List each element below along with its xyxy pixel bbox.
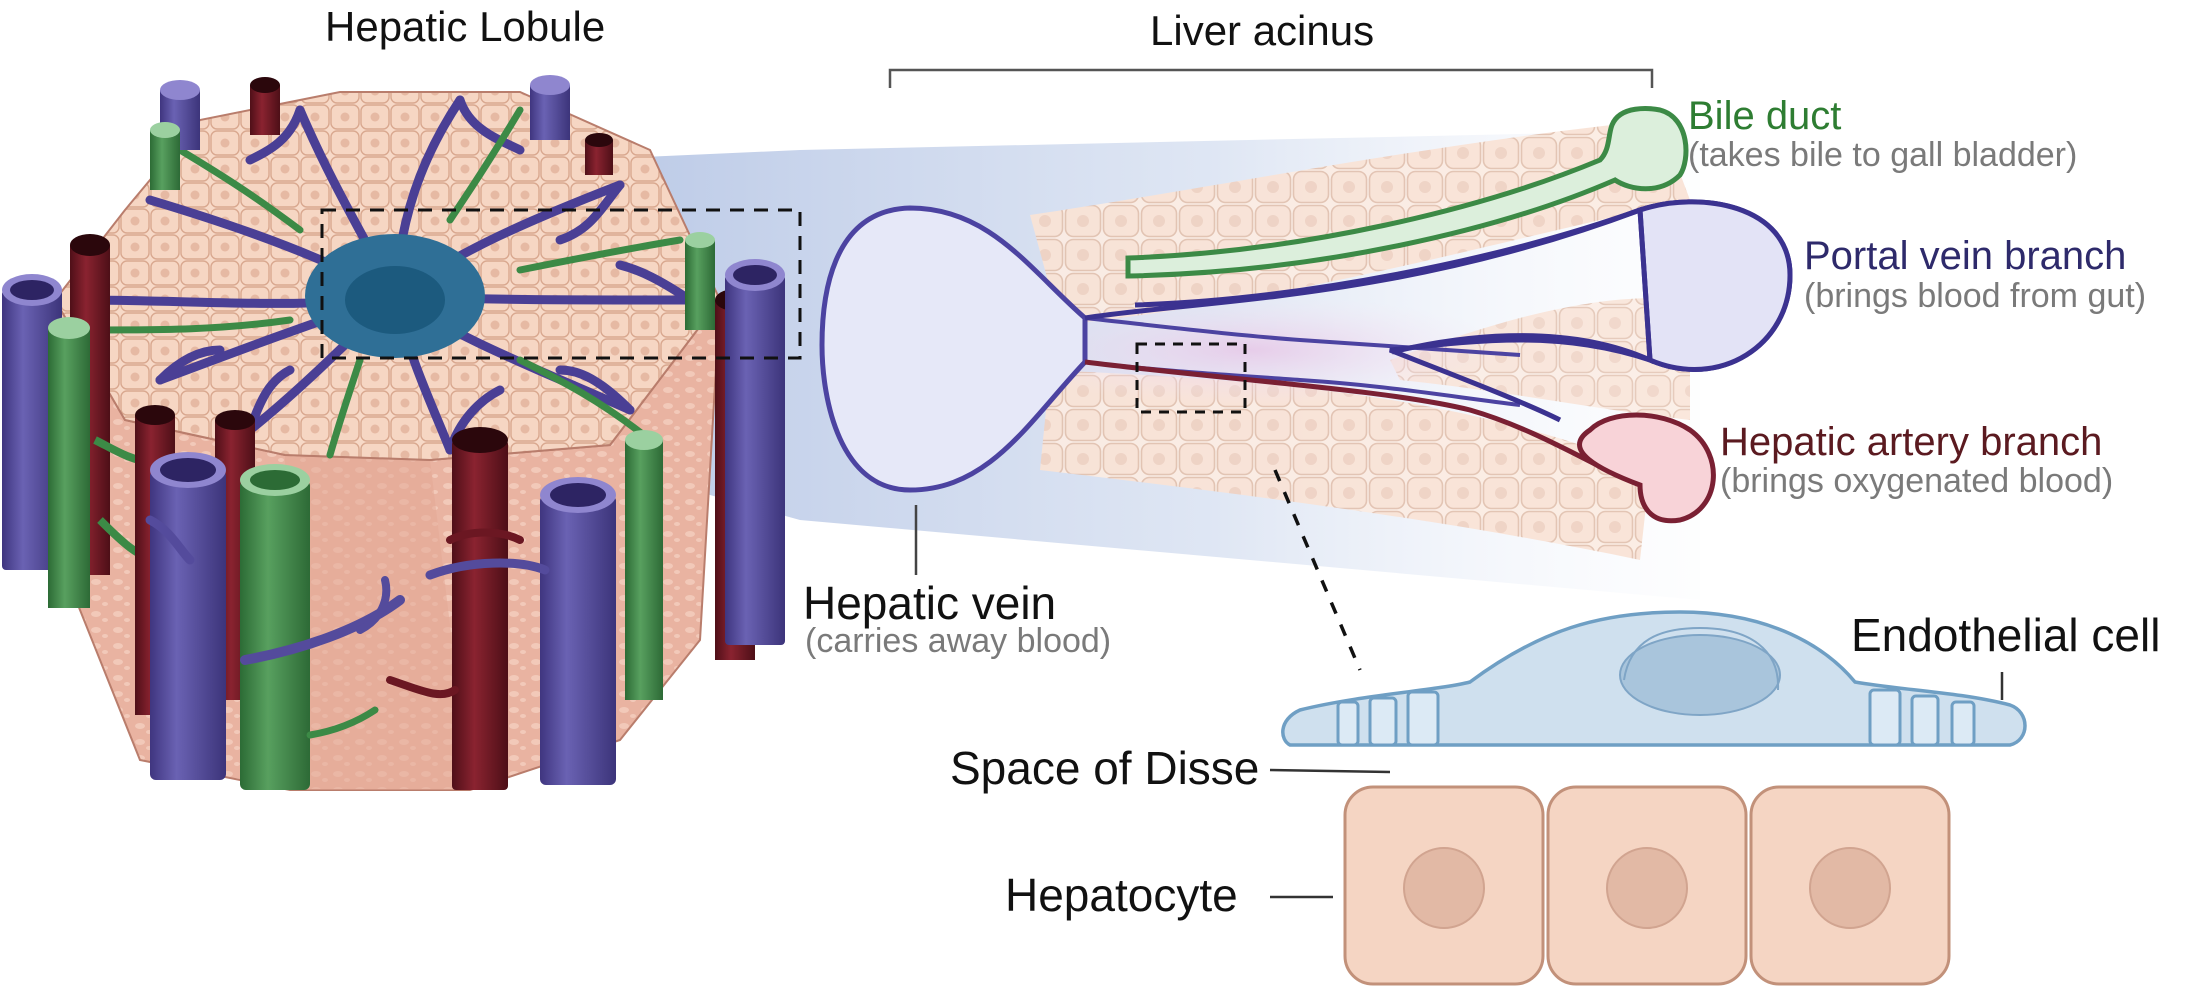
acinus-bracket (888, 68, 1654, 88)
lobule-surface-branches (145, 515, 550, 739)
desc-hepatic-artery: (brings oxygenated blood) (1720, 462, 2114, 500)
hepatocyte-cells (1343, 785, 1951, 986)
label-space-of-disse: Space of Disse (950, 742, 1260, 794)
lobule-portal-triads-front (135, 405, 616, 790)
hepatic-vein (819, 205, 1088, 493)
portal-vein-branch (1637, 199, 1793, 372)
acinus-zoom-box (1135, 342, 1247, 414)
title-liver-acinus: Liver acinus (1150, 7, 1375, 54)
lobule-portal-triads-back (150, 75, 715, 330)
acinus-hepatocyte-plate-lower (1040, 370, 1650, 560)
lobule-bile-canaliculi (96, 106, 684, 459)
lobule-portal-triads-right (625, 259, 785, 700)
bile-duct (1125, 106, 1689, 279)
desc-bile-duct: (takes bile to gall bladder) (1688, 136, 2078, 174)
space-of-disse-leader (1269, 768, 1391, 774)
label-bile-duct: Bile duct (1688, 94, 1842, 138)
title-hepatic-lobule: Hepatic Lobule (325, 3, 606, 50)
desc-hepatic-vein: (carries away blood) (805, 622, 1112, 660)
lobule-portal-triads-left (2, 234, 161, 608)
label-hepatocyte: Hepatocyte (1005, 869, 1238, 921)
desc-portal-vein: (brings blood from gut) (1804, 277, 2147, 315)
liver-acinus (819, 68, 1793, 671)
label-hepatic-vein: Hepatic vein (803, 577, 1057, 629)
label-hepatic-artery: Hepatic artery branch (1720, 420, 2103, 464)
endothelial-nucleus (1619, 634, 1781, 716)
hepatic-artery-branch (1577, 412, 1716, 524)
hepatic-lobule (2, 75, 802, 791)
label-endothelial-cell: Endothelial cell (1851, 609, 2161, 661)
endothelial-fenestrae (1336, 688, 1976, 747)
lobule-zoom-box (320, 208, 802, 360)
cell-detail (1269, 610, 2027, 986)
label-portal-vein: Portal vein branch (1804, 234, 2127, 278)
